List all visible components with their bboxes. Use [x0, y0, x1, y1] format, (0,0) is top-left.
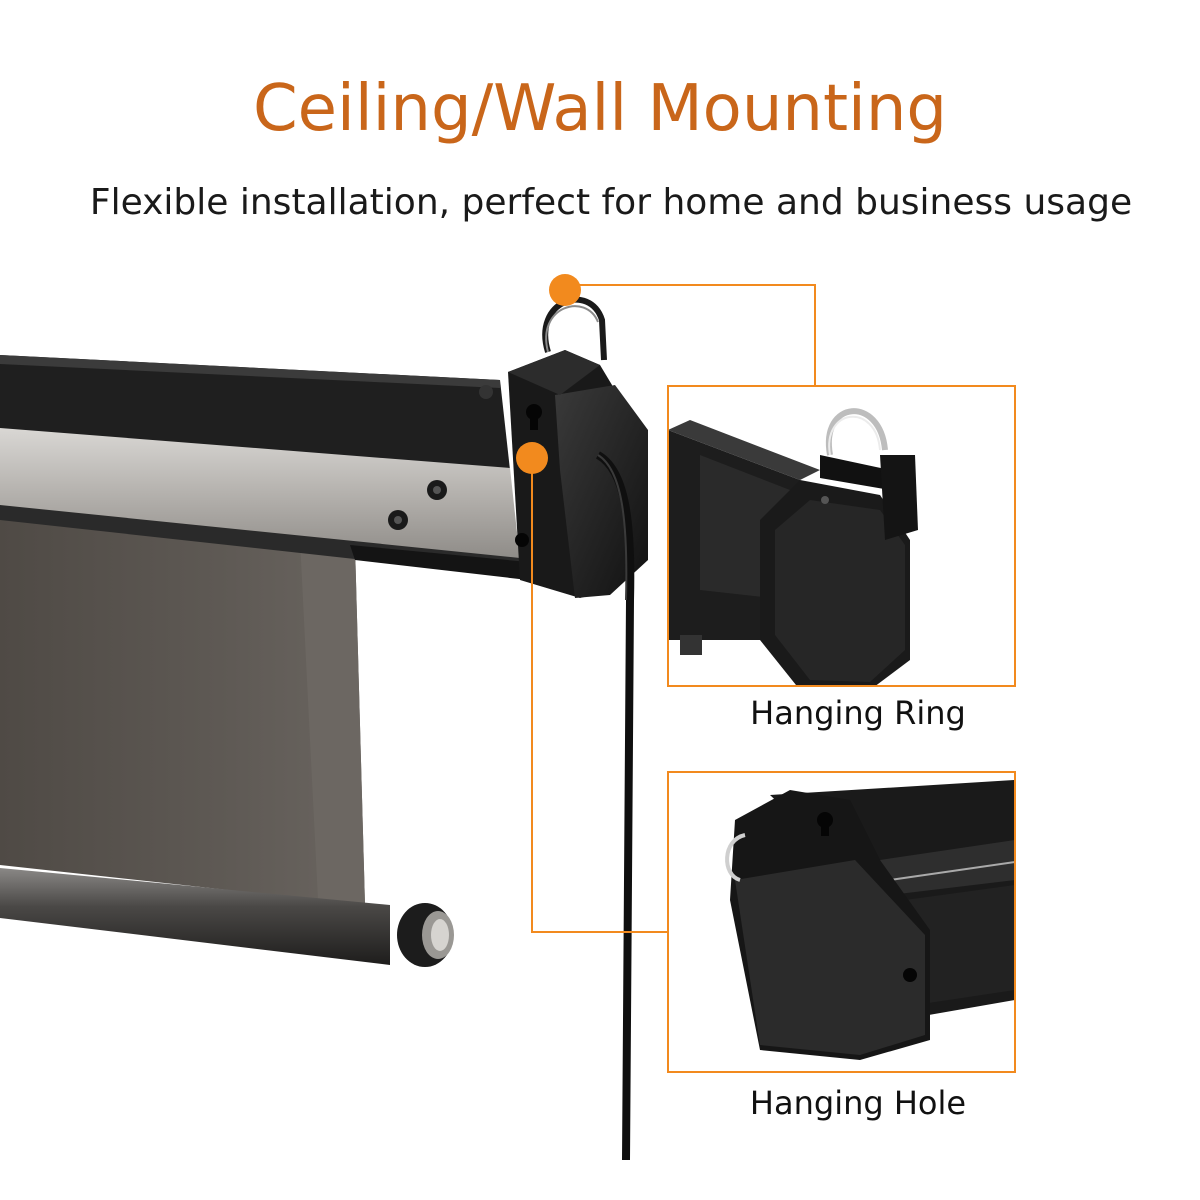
ring-marker-dot: [549, 274, 581, 306]
callout-lines: [531, 284, 816, 933]
bottom-rod: [0, 868, 454, 967]
hole-marker-dot: [516, 442, 548, 474]
page-subtitle: Flexible installation, perfect for home …: [89, 182, 1133, 223]
end-cap: [508, 296, 648, 1161]
page-title: Ceiling/Wall Mounting: [252, 72, 948, 146]
screen-fabric: [0, 505, 365, 905]
hanging-hole-label: Hanging Hole: [749, 1084, 967, 1122]
detail-hanging-hole: [667, 771, 1016, 1073]
hanging-ring-label: Hanging Ring: [750, 694, 966, 732]
detail-hanging-ring: [667, 385, 1016, 687]
screen-housing: [0, 355, 528, 580]
